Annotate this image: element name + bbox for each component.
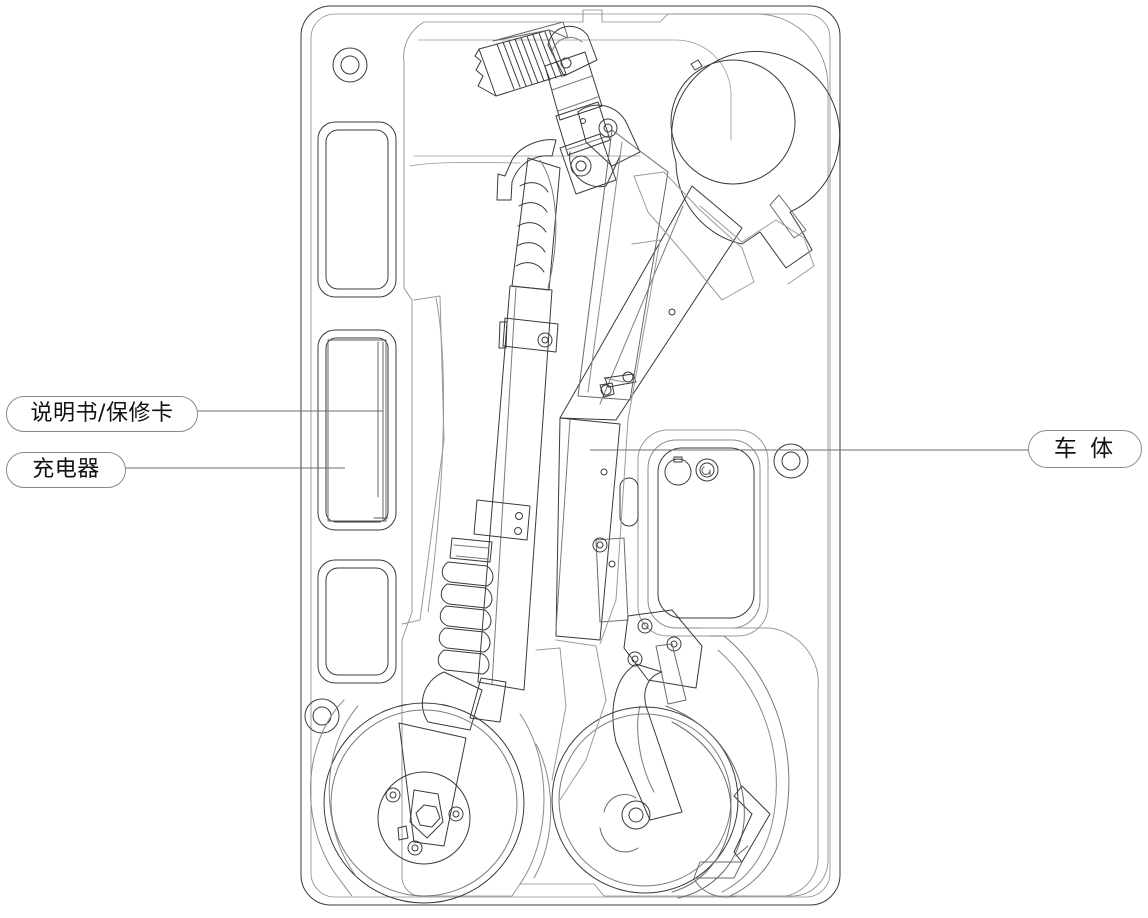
locating-hole-bottom-left [305, 699, 339, 733]
suspension-bellows [422, 538, 506, 730]
charging-port [696, 459, 718, 481]
scooter-nest-cavity [402, 10, 828, 896]
brake-lever [497, 140, 556, 200]
deck [556, 186, 768, 640]
accessory-slot-top [318, 122, 396, 297]
nest-rib-upper-right [634, 172, 814, 300]
callout-label-charger: 充电器 [6, 452, 126, 488]
callout-label-body: 车 体 [1028, 430, 1142, 468]
nest-rib-lower [536, 640, 606, 800]
rear-swingarm [600, 644, 686, 852]
rear-fender [702, 628, 818, 896]
stem-tube [474, 286, 558, 690]
rear-wheel [552, 706, 744, 898]
frame-latch [600, 372, 636, 397]
power-button [665, 457, 691, 485]
nest-rib-middle [402, 240, 660, 644]
cable-coil-recess [671, 51, 840, 268]
locating-hole-mid-right [774, 444, 808, 478]
folding-clamp [560, 105, 640, 194]
front-frame-arm [578, 130, 668, 400]
locating-hole-top-left [333, 48, 367, 82]
front-wheel [310, 700, 550, 903]
ribbed-grip-sleeve [512, 158, 560, 290]
throttle-assembly [548, 26, 597, 76]
rear-brake-assembly [593, 538, 702, 688]
kickstand [694, 786, 770, 897]
callout-label-manual: 说明书/保修卡 [6, 396, 198, 432]
handlebar-grip [475, 22, 568, 96]
leader-lines [126, 410, 1028, 469]
accessory-slot-middle [318, 330, 396, 530]
accessory-slot-bottom [318, 560, 396, 683]
foam-packaging-tray [301, 6, 840, 905]
